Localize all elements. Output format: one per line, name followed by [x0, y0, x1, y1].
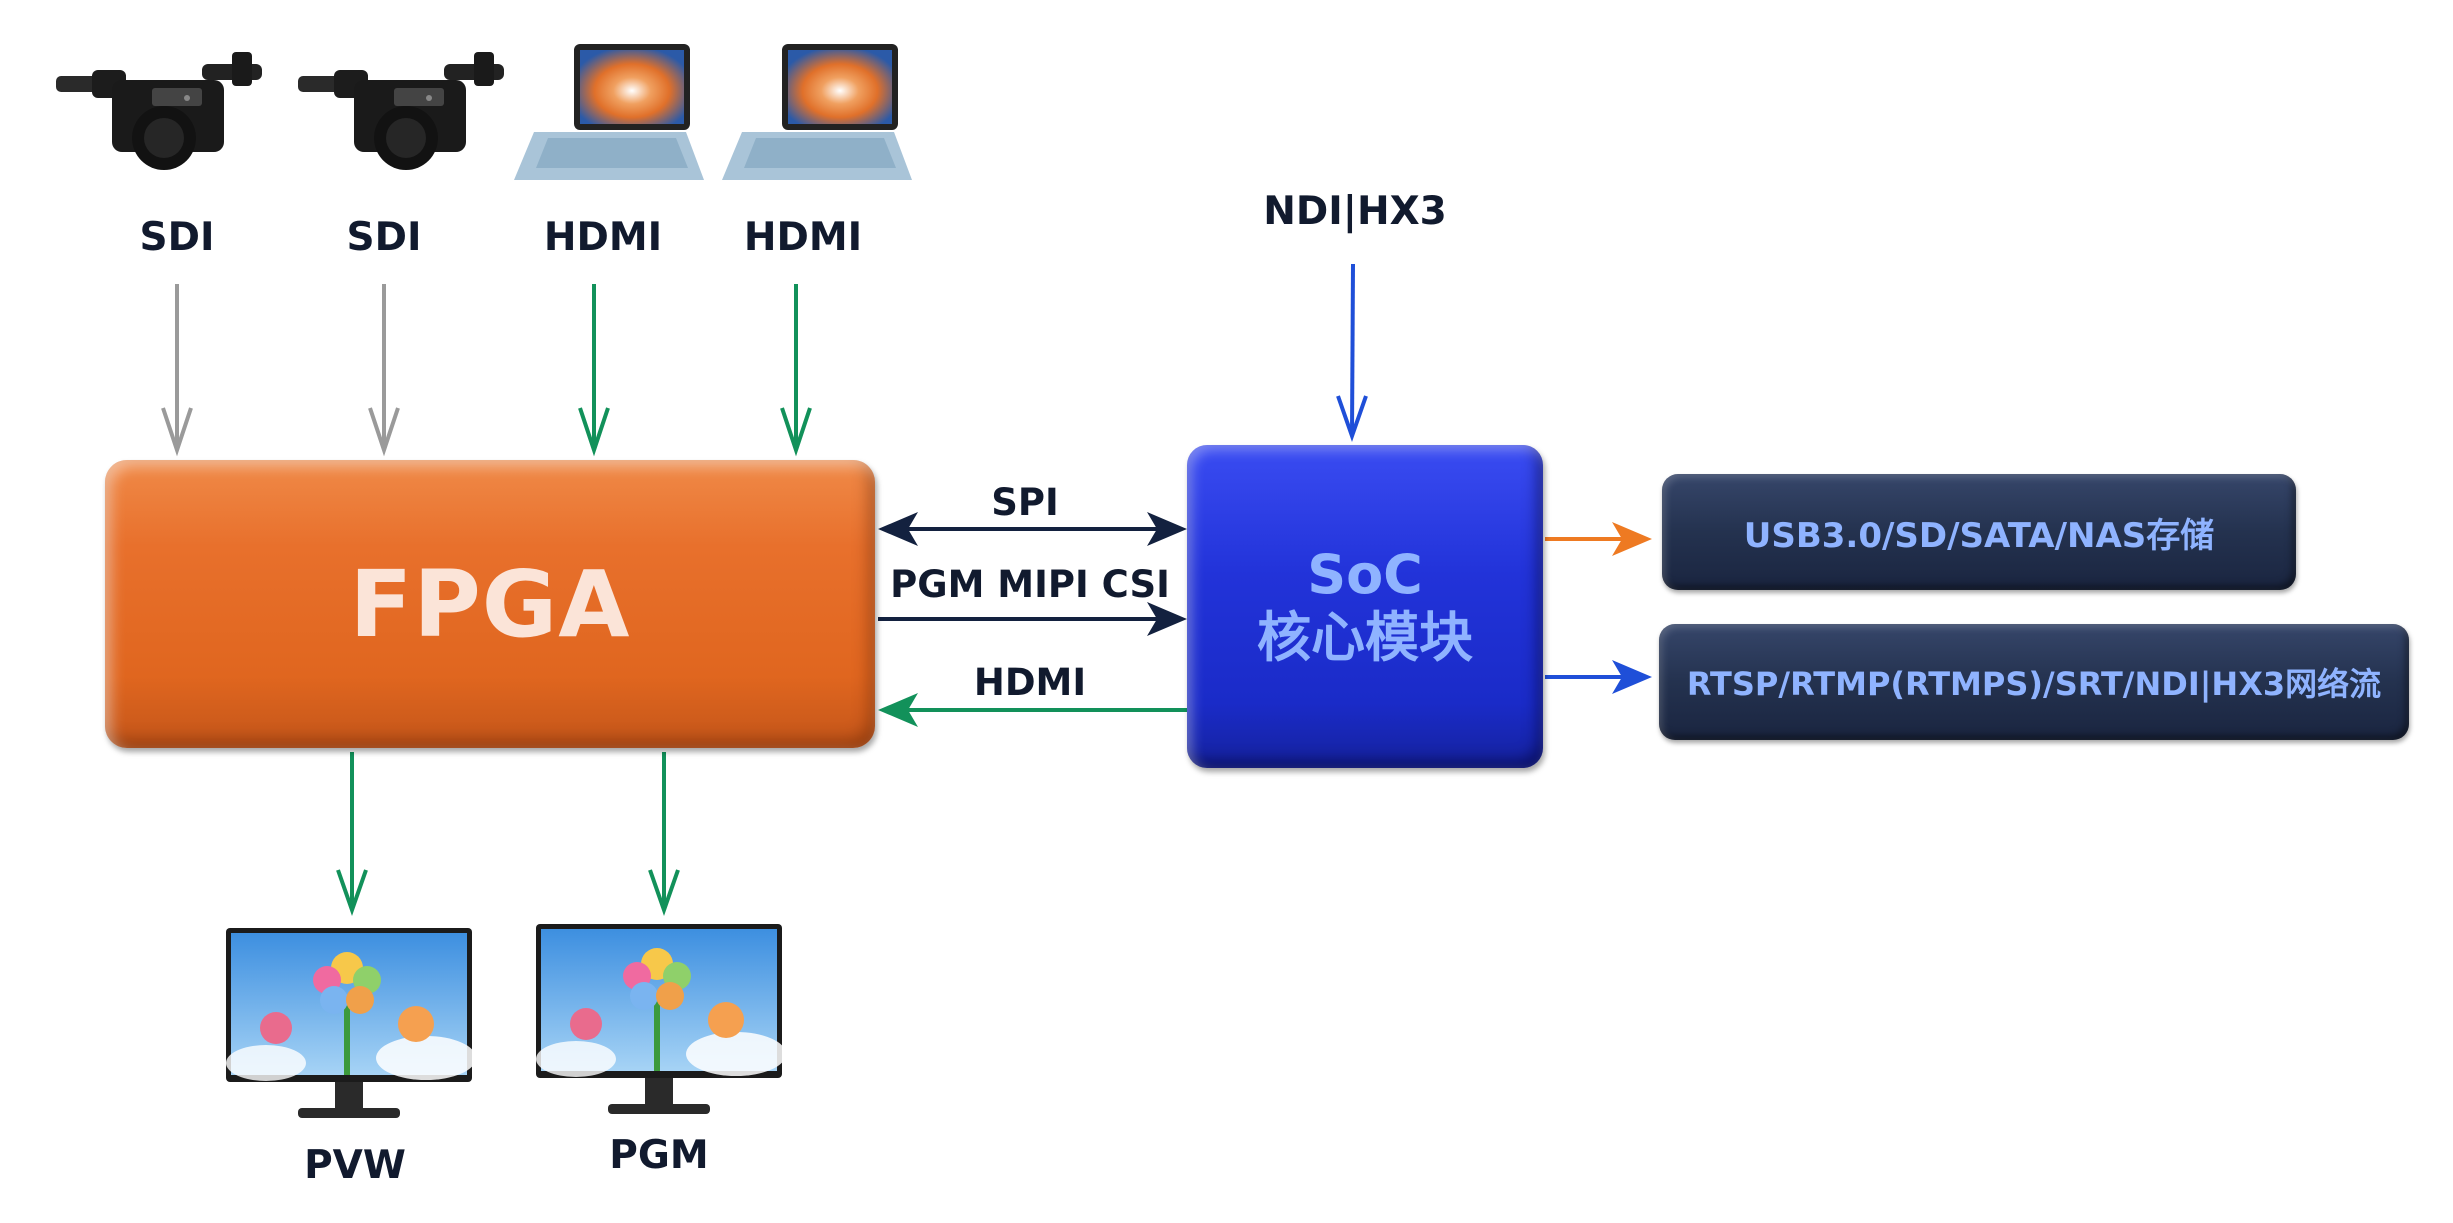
sdi-input-arrow: [161, 284, 193, 457]
monitor-icon: [226, 928, 472, 1118]
input-label-sdi-1: SDI: [139, 215, 215, 260]
laptop-icon: [514, 44, 704, 180]
soc-title: SoC: [1307, 543, 1423, 607]
stream-output-box: RTSP/RTMP(RTMPS)/SRT/NDI|HX3网络流: [1659, 624, 2409, 740]
hdmi-return-label: HDMI: [973, 661, 1087, 704]
hdmi-input-arrow: [578, 284, 610, 457]
pgm-mipi-label: PGM MIPI CSI: [890, 563, 1170, 606]
spi-label: SPI: [991, 481, 1059, 524]
input-label-sdi-2: SDI: [346, 215, 422, 260]
monitor-label-pgm: PGM: [609, 1133, 709, 1178]
spi-link-arrow: [878, 512, 1187, 546]
hdmi-return-arrow: [878, 693, 1188, 727]
laptop-icon: [722, 44, 912, 180]
input-label-hdmi-2: HDMI: [743, 215, 863, 260]
storage-output-box: USB3.0/SD/SATA/NAS存储: [1662, 474, 2296, 590]
fpga-block: FPGA: [105, 460, 875, 748]
soc-subtitle: 核心模块: [1257, 605, 1473, 669]
ndi-input-label: NDI|HX3: [1263, 189, 1447, 234]
pgm-output-arrow: [648, 752, 680, 917]
pvw-output-arrow: [336, 752, 368, 917]
hdmi-input-arrow: [780, 284, 812, 457]
fpga-label: FPGA: [349, 550, 631, 658]
monitor-label-pvw: PVW: [304, 1143, 406, 1188]
ndi-input-arrow: [1336, 263, 1368, 443]
pgm-mipi-arrow: [878, 602, 1187, 636]
storage-output-arrow: [1545, 522, 1652, 556]
sdi-input-arrow: [368, 284, 400, 457]
stream-output-label: RTSP/RTMP(RTMPS)/SRT/NDI|HX3网络流: [1686, 665, 2382, 703]
stream-output-arrow: [1545, 660, 1652, 694]
monitor-icon: [536, 924, 782, 1114]
storage-output-label: USB3.0/SD/SATA/NAS存储: [1743, 515, 2215, 556]
soc-block: SoC 核心模块: [1187, 445, 1543, 768]
camcorder-icon: [56, 52, 262, 170]
camcorder-icon: [298, 52, 504, 170]
input-label-hdmi-1: HDMI: [543, 215, 663, 260]
